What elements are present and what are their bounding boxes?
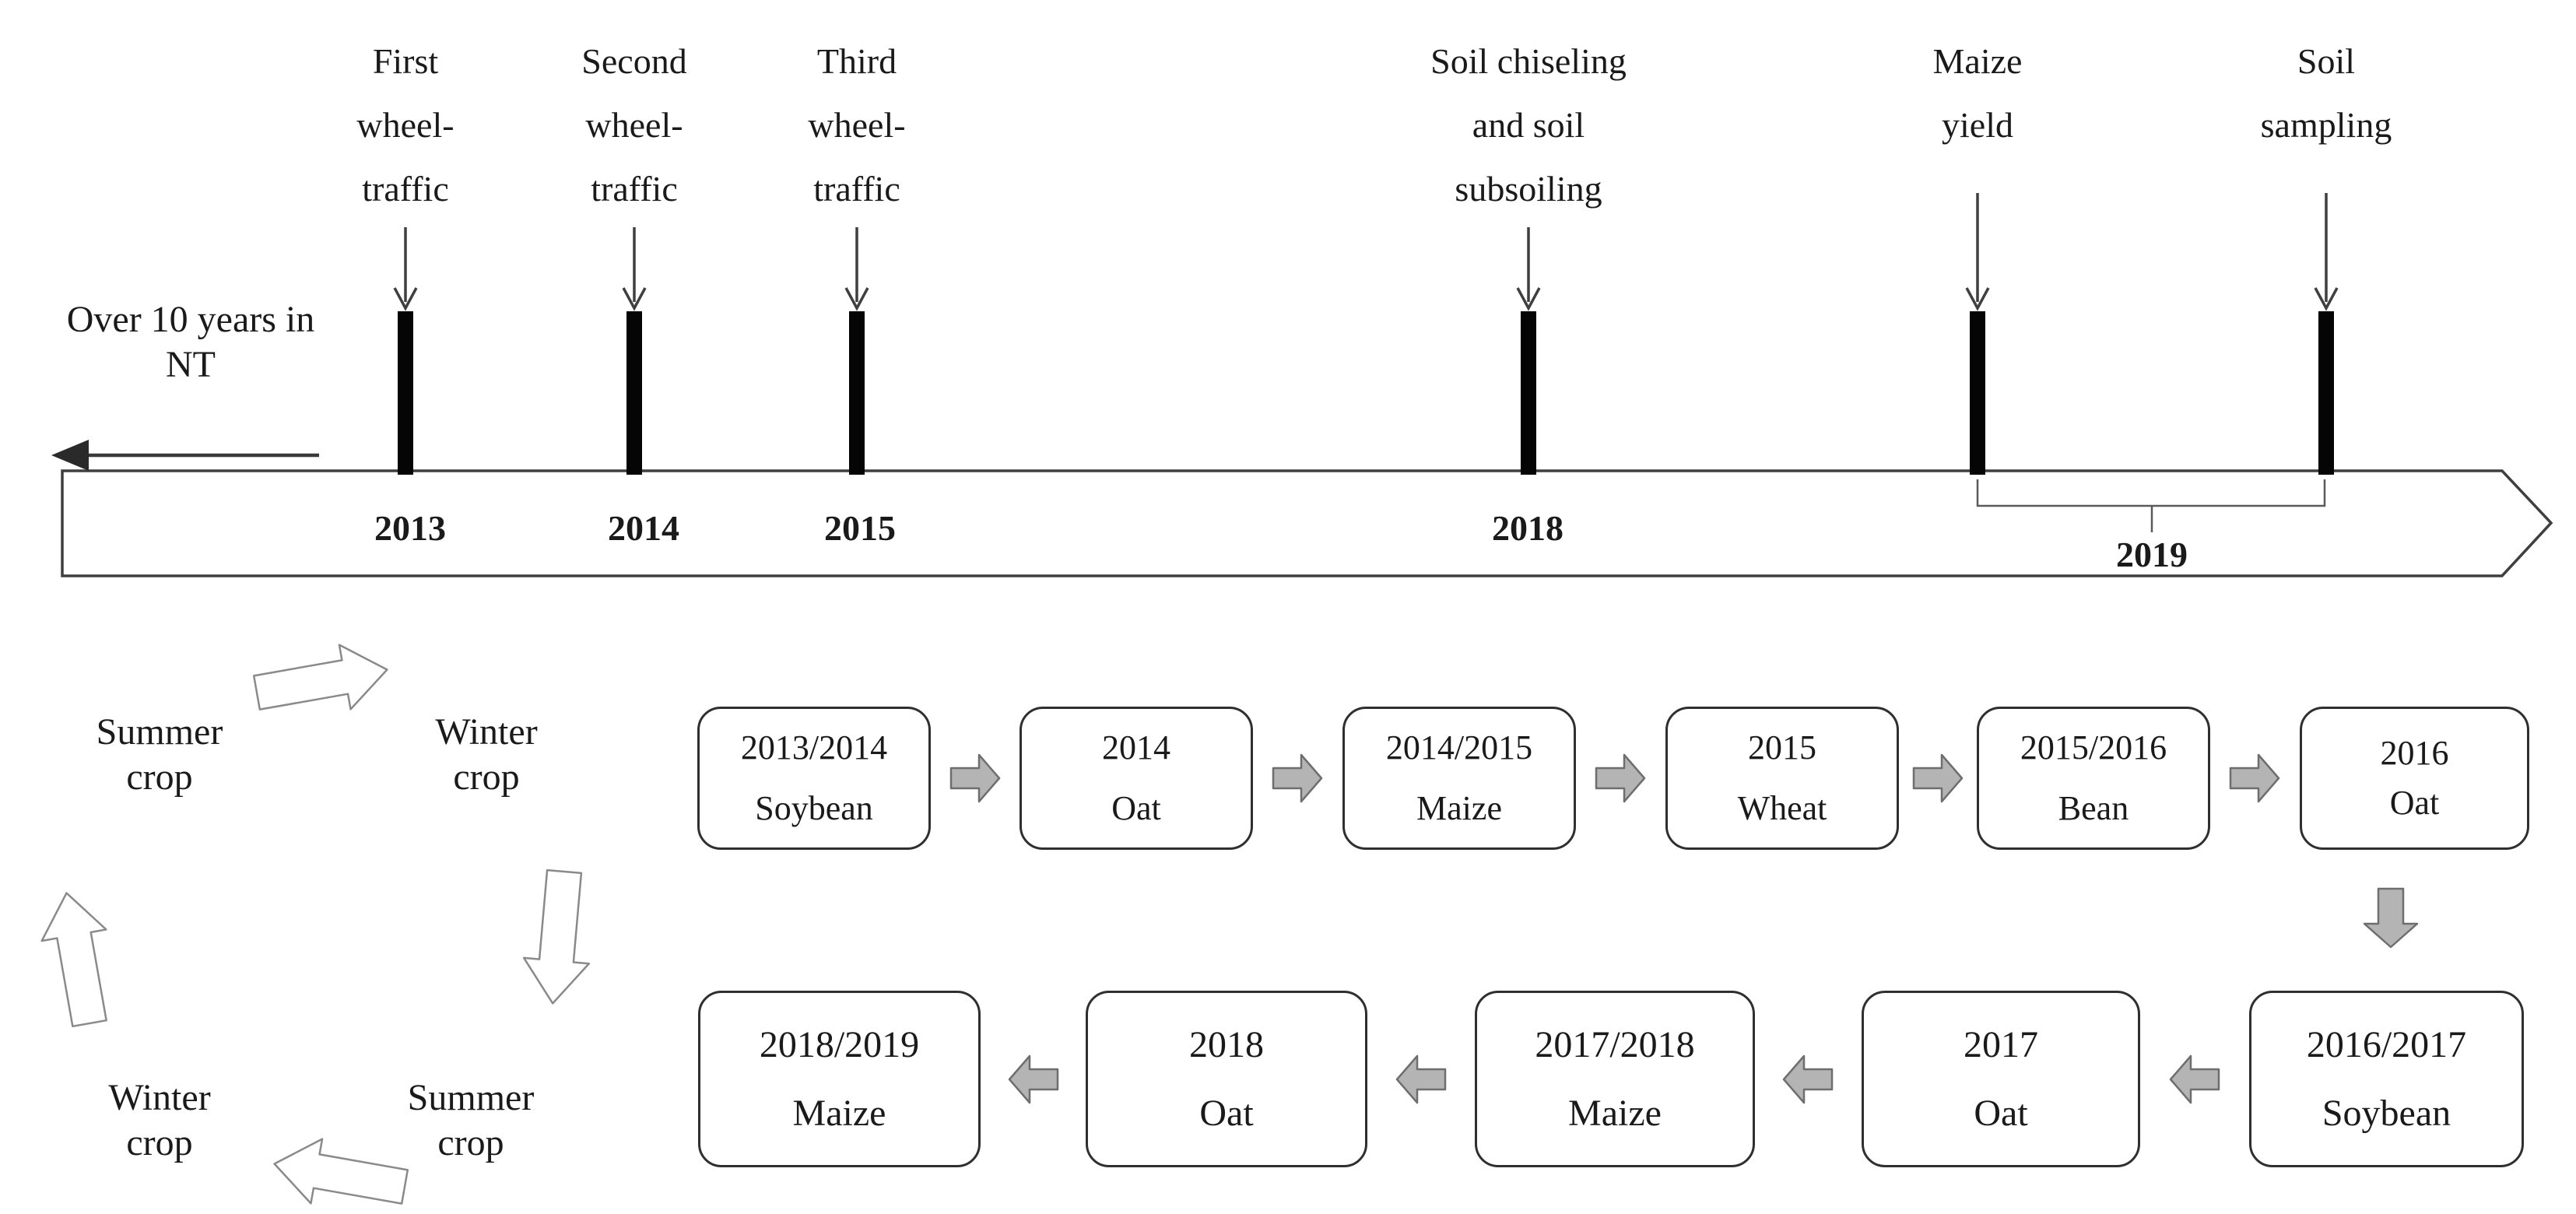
crop-box-period: 2016/2017 (2306, 1023, 2467, 1065)
crop-box-2017-2018-maize: 2017/2018 Maize (1475, 991, 1755, 1167)
crop-box-crop: Maize (1416, 789, 1502, 827)
right-block-arrow-icon (949, 753, 1001, 803)
cycle-label-winter-crop-top: Winter crop (435, 711, 538, 798)
timeline-year-2014: 2014 (608, 508, 679, 548)
crop-box-period: 2015/2016 (2020, 728, 2167, 767)
cycle-label-winter-crop-bottom: Winter crop (108, 1077, 211, 1163)
cycle-arrow-left-icon (273, 1138, 409, 1205)
crop-box-period: 2017 (1964, 1023, 2038, 1065)
crop-box-crop: Oat (2389, 784, 2440, 822)
right-block-arrow-icon (1595, 753, 1646, 803)
timeline-year-2013: 2013 (374, 508, 446, 548)
down-arrow-icon (622, 227, 647, 311)
crop-box-crop: Wheat (1737, 789, 1827, 827)
timeline-tick (2318, 311, 2334, 475)
crop-box-2013-2014-soybean: 2013/2014 Soybean (697, 707, 931, 850)
right-block-arrow-icon (2229, 753, 2280, 803)
left-block-arrow-icon (2169, 1054, 2220, 1104)
event-label-first-wheel-traffic: First wheel- traffic (356, 41, 454, 209)
crop-box-crop: Soybean (755, 789, 873, 827)
crop-box-2018-2019-maize: 2018/2019 Maize (698, 991, 981, 1167)
down-arrow-icon (393, 227, 418, 311)
timeline-year-2019: 2019 (2116, 535, 2188, 574)
sequence-arrows-row2 (1008, 1054, 2220, 1104)
event-label-maize-yield: Maize yield (1932, 41, 2023, 145)
cycle-arrows (40, 644, 591, 1205)
crop-box-period: 2018/2019 (759, 1023, 920, 1065)
crop-box-2016-2017-soybean: 2016/2017 Soybean (2249, 991, 2524, 1167)
right-block-arrow-icon (1272, 753, 1323, 803)
cycle-arrow-down-icon (522, 868, 591, 1005)
left-arrow-icon (51, 440, 319, 471)
cycle-label-summer-crop-top: Summer crop (96, 711, 223, 798)
down-arrow-icon (844, 227, 869, 311)
crop-box-2014-oat: 2014 Oat (1020, 707, 1253, 850)
crop-box-period: 2013/2014 (740, 728, 888, 767)
crop-box-period: 2017/2018 (1535, 1023, 1695, 1065)
event-label-soil-chiseling: Soil chiseling and soil subsoiling (1430, 41, 1627, 209)
year-bracket (1976, 479, 2326, 532)
event-label-soil-sampling: Soil sampling (2260, 41, 2392, 145)
timeline-ticks (398, 311, 2334, 475)
right-block-arrow-icon (1912, 753, 1964, 803)
event-label-second-wheel-traffic: Second wheel- traffic (581, 41, 687, 209)
timeline-year-2018: 2018 (1492, 508, 1563, 548)
crop-box-period: 2018 (1189, 1023, 1264, 1065)
timeline-tick (849, 311, 865, 475)
sequence-arrows-row1 (949, 753, 2280, 803)
cycle-arrow-up-icon (40, 892, 107, 1028)
crop-box-crop: Maize (1568, 1092, 1662, 1134)
down-arrow-icon (2314, 193, 2339, 311)
left-block-arrow-icon (1008, 1054, 1059, 1104)
timeline-tick (626, 311, 642, 475)
left-block-arrow-icon (1395, 1054, 1447, 1104)
timeline-tick (1521, 311, 1536, 475)
event-label-third-wheel-traffic: Third wheel- traffic (808, 41, 906, 209)
pre-experiment-label: Over 10 years in NT (66, 299, 315, 385)
crop-box-2017-oat: 2017 Oat (1862, 991, 2140, 1167)
crop-box-period: 2016 (2380, 734, 2449, 772)
timeline-tick (398, 311, 413, 475)
timeline-band (61, 469, 2553, 577)
timeline-year-2015: 2015 (824, 508, 896, 548)
crop-box-2016-oat: 2016 Oat (2300, 707, 2529, 850)
crop-box-period: 2014 (1102, 728, 1170, 767)
crop-box-2018-oat: 2018 Oat (1086, 991, 1367, 1167)
cycle-label-summer-crop-bottom: Summer crop (407, 1077, 535, 1163)
crop-box-2015-wheat: 2015 Wheat (1665, 707, 1899, 850)
crop-box-period: 2014/2015 (1385, 728, 1533, 767)
cycle-arrow-right-icon (252, 644, 388, 711)
crop-box-crop: Soybean (2322, 1092, 2451, 1134)
down-arrow-icon (1516, 227, 1541, 311)
crop-box-crop: Oat (1111, 789, 1161, 827)
down-arrow-icon (1965, 193, 1990, 311)
crop-box-period: 2015 (1748, 728, 1816, 767)
event-arrows (393, 193, 2339, 311)
down-block-arrow-icon (2363, 887, 2419, 949)
crop-box-2014-2015-maize: 2014/2015 Maize (1342, 707, 1576, 850)
timeline-tick (1970, 311, 1985, 475)
crop-box-crop: Maize (792, 1092, 886, 1134)
left-block-arrow-icon (1782, 1054, 1834, 1104)
crop-box-crop: Oat (1199, 1092, 1254, 1134)
crop-box-crop: Oat (1974, 1092, 2028, 1134)
crop-box-2015-2016-bean: 2015/2016 Bean (1977, 707, 2210, 850)
crop-box-crop: Bean (2058, 789, 2129, 827)
